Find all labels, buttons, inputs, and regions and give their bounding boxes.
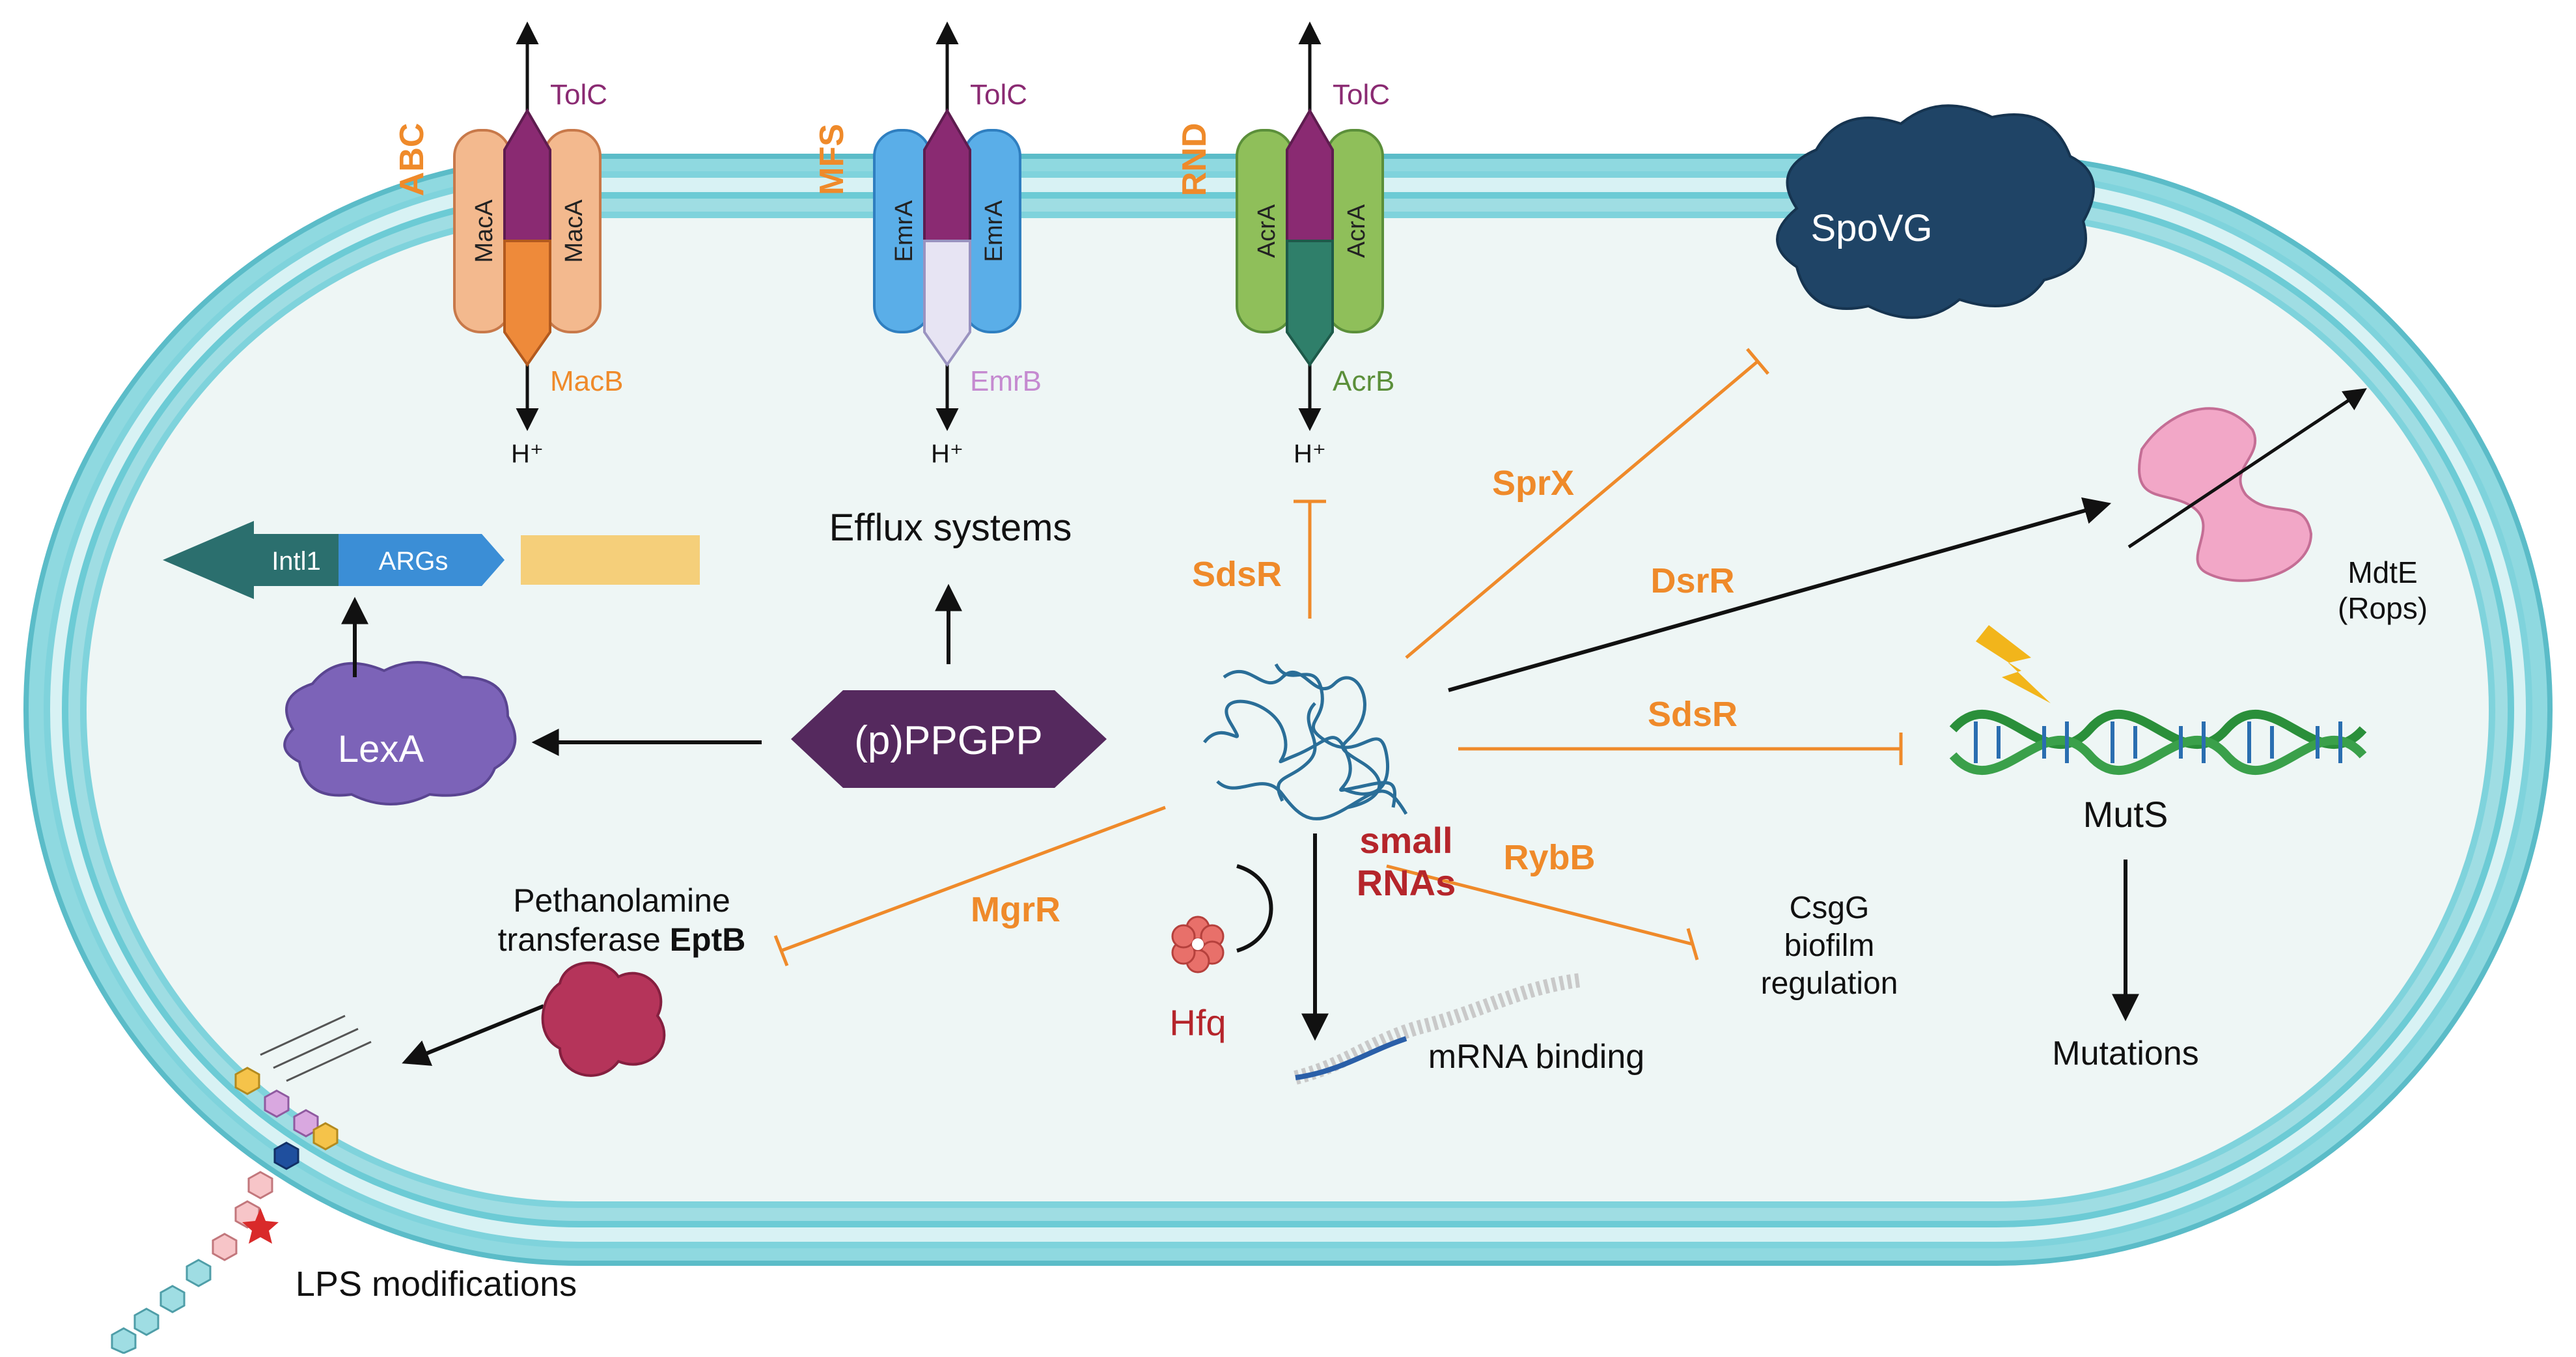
black-arrows	[341, 497, 2139, 1066]
efflux-pump-mfs: MFS EmrA EmrA TolC EmrB H⁺	[813, 21, 1042, 468]
lexa-label: LexA	[338, 728, 424, 770]
csgg-line1: CsgG	[1790, 891, 1870, 925]
args-label: ARGs	[379, 547, 449, 576]
csgg-line2: biofilm	[1784, 929, 1875, 963]
sprx-label: SprX	[1492, 464, 1574, 503]
mgrr-label: MgrR	[971, 890, 1060, 929]
inner-transporter	[923, 240, 971, 367]
small-rnas-title-line1: small	[1359, 820, 1452, 861]
mrna-binding: mRNA binding	[1294, 973, 1644, 1085]
tolc-channel	[1286, 108, 1334, 242]
adaptor-left-label: AcrA	[1253, 204, 1281, 258]
adaptor-right-label: AcrA	[1343, 204, 1370, 258]
tolc-label: TolC	[550, 79, 607, 111]
srna-tangle	[1203, 663, 1408, 820]
ion-label: H⁺	[1294, 440, 1326, 468]
inhibit-eptb	[781, 805, 1166, 953]
orange-inhibitions	[773, 348, 1903, 966]
ion-label: H⁺	[511, 440, 544, 468]
hfq-label: Hfq	[1169, 1002, 1226, 1043]
inhibit-spovg	[1405, 360, 1759, 659]
pump-family-label: MFS	[813, 124, 851, 195]
adaptor-left-label: MacA	[471, 199, 498, 263]
mdte-protein: MdtE (Rops)	[2127, 388, 2428, 625]
gene-cassette: Intl1 ARGs	[163, 521, 700, 599]
eptb-line2: transferase EptB	[498, 921, 746, 958]
eptb-line2-bold: EptB	[670, 921, 746, 958]
intl1-label: Intl1	[271, 547, 321, 576]
lps-label: LPS modifications	[296, 1265, 577, 1304]
inner-label: MacB	[550, 365, 623, 397]
mrna-label: mRNA binding	[1428, 1038, 1644, 1076]
mutations-label: Mutations	[2052, 1035, 2198, 1072]
yellow-cassette	[521, 535, 700, 585]
sdsr-efflux-label: SdsR	[1192, 555, 1282, 594]
ppgpp-molecule: (p)PPGPP	[791, 690, 1107, 788]
eptb-line1: Pethanolamine	[513, 882, 730, 919]
ion-label: H⁺	[931, 440, 963, 468]
dsrr-label: DsrR	[1650, 561, 1734, 600]
rops-label: (Rops)	[2338, 591, 2428, 625]
inner-label: EmrB	[970, 365, 1042, 397]
arrow-eptb-to-lps	[402, 1004, 545, 1066]
arrow-srna-to-mdte	[1448, 497, 2112, 692]
inner-transporter	[503, 240, 551, 367]
lightning-icon	[1976, 625, 2051, 703]
inhibit-csgg	[1386, 864, 1693, 946]
sdsr-muts-label: SdsR	[1648, 695, 1738, 734]
rybb-label: RybB	[1503, 838, 1595, 877]
small-rnas-title-line2: RNAs	[1357, 862, 1456, 903]
efflux-pump-abc: ABC MacA MacA TolC MacB H⁺	[393, 21, 623, 468]
tolc-label: TolC	[970, 79, 1027, 111]
lps-chain	[111, 1014, 372, 1354]
lexa-protein: LexA	[283, 661, 517, 805]
pump-family-label: RND	[1176, 123, 1213, 197]
eptb-protein: Pethanolamine transferase EptB	[498, 882, 746, 1077]
mdte-label: MdtE	[2347, 555, 2417, 589]
spovg-protein: SpoVG	[1776, 104, 2095, 319]
inner-label: AcrB	[1333, 365, 1394, 397]
tolc-channel	[923, 108, 971, 242]
adaptor-right-label: EmrA	[980, 200, 1008, 262]
spovg-label: SpoVG	[1811, 207, 1933, 249]
ppgpp-label: (p)PPGPP	[854, 718, 1042, 763]
tolc-channel	[503, 108, 551, 242]
inner-transporter	[1286, 240, 1334, 367]
hfq-protein: Hfq	[1169, 864, 1273, 1043]
pump-family-label: ABC	[393, 123, 431, 197]
efflux-pump-rnd: RND AcrA AcrA TolC AcrB H⁺	[1176, 21, 1394, 468]
adaptor-right-label: MacA	[561, 199, 588, 263]
tolc-label: TolC	[1333, 79, 1390, 111]
adaptor-left-label: EmrA	[891, 200, 918, 262]
muts-dna: MutS	[1949, 625, 2367, 835]
eptb-line2-prefix: transferase	[498, 921, 670, 958]
efflux-systems-caption: Efflux systems	[829, 507, 1072, 549]
muts-label: MutS	[2083, 794, 2168, 835]
intl1-block	[254, 534, 339, 586]
args-block	[339, 534, 505, 586]
csgg-line3: regulation	[1761, 966, 1898, 1001]
